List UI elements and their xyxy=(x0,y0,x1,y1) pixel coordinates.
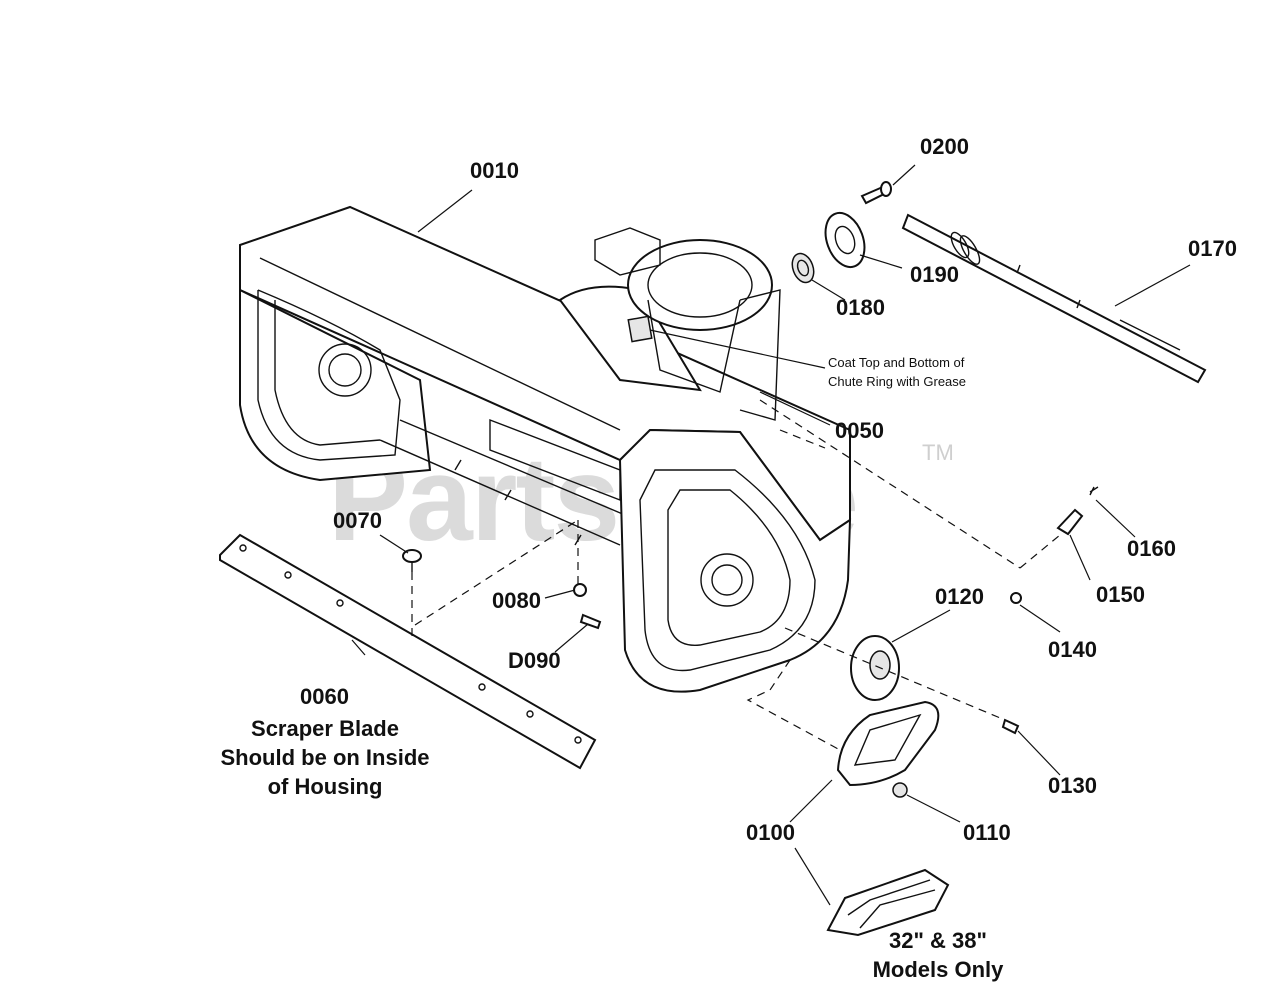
grease-fitting-0160 xyxy=(1089,486,1099,496)
trademark-mark: TM xyxy=(922,440,954,465)
bolt-0130 xyxy=(1001,718,1020,735)
callout-0160: 0160 xyxy=(1127,536,1176,561)
callout-0150: 0150 xyxy=(1096,582,1145,607)
scraper-note-line1: Scraper Blade xyxy=(251,716,399,741)
callout-0050: 0050 xyxy=(835,418,884,443)
callout-0090: D090 xyxy=(508,648,561,673)
models-note-line1: 32" & 38" xyxy=(889,928,987,953)
callout-0010: 0010 xyxy=(470,158,519,183)
callout-0170: 0170 xyxy=(1188,236,1237,261)
nut-0140 xyxy=(1010,592,1022,604)
callout-0140: 0140 xyxy=(1048,637,1097,662)
bearing xyxy=(791,252,815,284)
callout-0080: 0080 xyxy=(492,588,541,613)
bolt-0090 xyxy=(579,613,602,630)
callout-0180: 0180 xyxy=(836,295,885,320)
callout-0200: 0200 xyxy=(920,134,969,159)
callout-0110: 0110 xyxy=(963,820,1011,845)
auger-housing xyxy=(239,205,852,693)
scraper-note-line2: Should be on Inside xyxy=(221,745,430,770)
plate-0100 xyxy=(836,700,940,787)
carriage-bolt-0070 xyxy=(402,549,422,572)
callout-0070: 0070 xyxy=(333,508,382,533)
bearing-housing-0120 xyxy=(850,635,900,701)
callout-0190: 0190 xyxy=(910,262,959,287)
grease-note-line2: Chute Ring with Grease xyxy=(828,374,966,389)
auger-shaft xyxy=(901,213,1207,384)
grease-note-line1: Coat Top and Bottom of xyxy=(828,355,965,370)
hex-nut-0080 xyxy=(573,583,587,597)
fitting-0150 xyxy=(1056,508,1084,536)
callout-0060: 0060 xyxy=(300,684,349,709)
nut-0110 xyxy=(892,782,908,798)
chute-ring-assembly xyxy=(558,227,781,421)
carriage-bolt xyxy=(860,181,892,205)
callout-0120: 0120 xyxy=(935,584,984,609)
callout-0130: 0130 xyxy=(1048,773,1097,798)
bearing-flange xyxy=(824,211,866,269)
models-note-line2: Models Only xyxy=(873,957,1005,982)
scraper-note-line3: of Housing xyxy=(268,774,383,799)
callout-0100: 0100 xyxy=(746,820,795,845)
scraper-blade xyxy=(219,533,597,770)
chute-cover-0100 xyxy=(826,868,950,937)
